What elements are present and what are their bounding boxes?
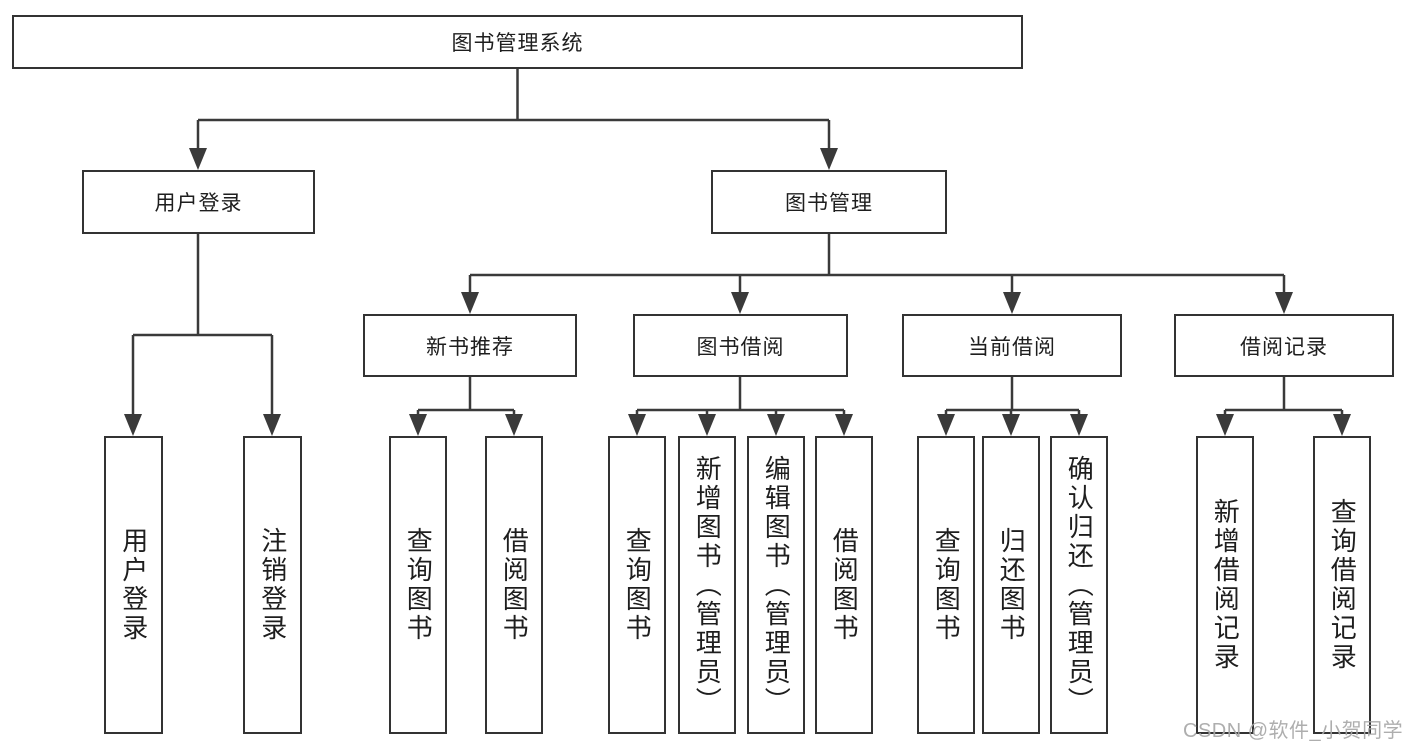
leaf-add-borrow-record-label: 新增借阅记录 xyxy=(1210,498,1241,672)
node-book-management: 图书管理 xyxy=(711,170,947,234)
node-book-borrowing: 图书借阅 xyxy=(633,314,848,377)
leaf-edit-book-admin-label: 编辑图书（管理员） xyxy=(761,454,792,716)
leaf-borrow-books: 借阅图书 xyxy=(815,436,873,734)
node-root: 图书管理系统 xyxy=(12,15,1023,69)
leaf-borrow-books-recommend: 借阅图书 xyxy=(485,436,543,734)
node-root-label: 图书管理系统 xyxy=(451,32,584,55)
leaf-query-borrow-record: 查询借阅记录 xyxy=(1313,436,1371,734)
leaf-add-book-admin: 新增图书（管理员） xyxy=(678,436,736,734)
node-borrowing-records: 借阅记录 xyxy=(1174,314,1394,377)
leaf-logout: 注销登录 xyxy=(243,436,302,734)
node-current-borrowing: 当前借阅 xyxy=(902,314,1122,377)
node-book-management-label: 图书管理 xyxy=(785,192,873,215)
leaf-query-books-recommend-label: 查询图书 xyxy=(403,527,434,643)
watermark: CSDN @软件_小贺同学 xyxy=(1183,720,1404,742)
leaf-query-books-recommend: 查询图书 xyxy=(389,436,447,734)
leaf-query-borrow-record-label: 查询借阅记录 xyxy=(1327,498,1358,672)
leaf-confirm-return-admin: 确认归还（管理员） xyxy=(1050,436,1108,734)
leaf-query-books-borrowing-label: 查询图书 xyxy=(622,527,653,643)
leaf-return-books: 归还图书 xyxy=(982,436,1040,734)
leaf-query-books-current-label: 查询图书 xyxy=(931,527,962,643)
leaf-add-book-admin-label: 新增图书（管理员） xyxy=(692,454,723,716)
leaf-add-borrow-record: 新增借阅记录 xyxy=(1196,436,1254,734)
node-new-book-recommend: 新书推荐 xyxy=(363,314,577,377)
leaf-borrow-books-label: 借阅图书 xyxy=(829,527,860,643)
leaf-confirm-return-admin-label: 确认归还（管理员） xyxy=(1064,454,1095,716)
node-book-borrowing-label: 图书借阅 xyxy=(696,335,785,359)
leaf-logout-label: 注销登录 xyxy=(257,527,288,643)
leaf-return-books-label: 归还图书 xyxy=(996,527,1027,643)
node-user-login-label: 用户登录 xyxy=(154,192,243,215)
leaf-edit-book-admin: 编辑图书（管理员） xyxy=(747,436,805,734)
leaf-user-login: 用户登录 xyxy=(104,436,163,734)
node-current-borrowing-label: 当前借阅 xyxy=(968,335,1056,359)
node-borrowing-records-label: 借阅记录 xyxy=(1240,335,1328,359)
node-user-login: 用户登录 xyxy=(82,170,315,234)
node-new-book-recommend-label: 新书推荐 xyxy=(426,335,514,359)
leaf-borrow-books-recommend-label: 借阅图书 xyxy=(499,527,530,643)
leaf-user-login-label: 用户登录 xyxy=(118,527,149,643)
leaf-query-books-current: 查询图书 xyxy=(917,436,975,734)
leaf-query-books-borrowing: 查询图书 xyxy=(608,436,666,734)
